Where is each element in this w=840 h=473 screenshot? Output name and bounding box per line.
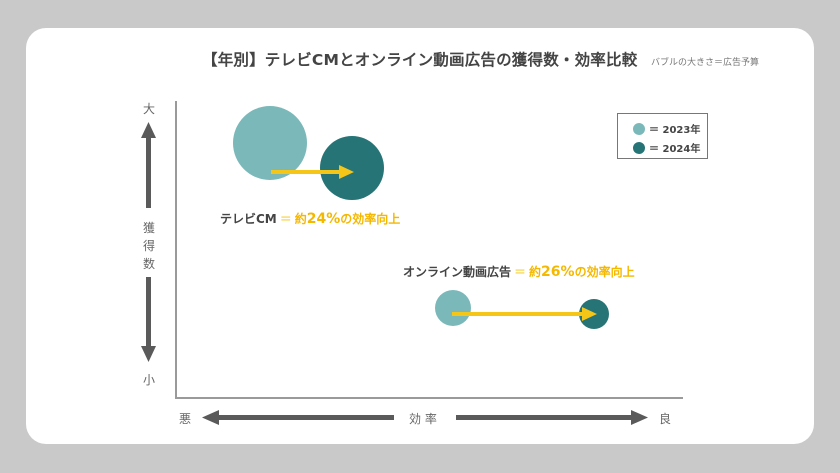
tv-growth-arrow-icon xyxy=(271,165,354,179)
annotation-online: オンライン動画広告＝約26%の効率向上 xyxy=(403,263,635,280)
annotation-tv-name: テレビCM xyxy=(220,212,277,226)
y-axis-label-char: 数 xyxy=(142,257,155,271)
annotation-online-post: の効率向上 xyxy=(574,265,635,279)
y-axis-label-char: 獲 xyxy=(142,221,155,235)
annotation-online-eq: ＝ xyxy=(514,265,527,279)
online-growth-arrow-icon xyxy=(452,307,597,321)
chart-card xyxy=(26,28,814,444)
legend-label-2023: ＝ 2023年 xyxy=(649,125,701,136)
bubble-tv-2023 xyxy=(233,106,307,180)
y-axis-label-char: 得 xyxy=(142,239,155,253)
annotation-tv: テレビCM＝約24%の効率向上 xyxy=(220,210,400,227)
legend-dot-2024-icon xyxy=(633,141,645,154)
y-axis-bottom-label: 小 xyxy=(142,373,155,387)
x-axis-left-arrow-icon xyxy=(202,410,394,425)
bubble-online-2023 xyxy=(435,290,471,326)
chart-title: 【年別】テレビCMとオンライン動画広告の獲得数・効率比較 xyxy=(202,51,638,69)
chart-subtitle: バブルの大きさ＝広告予算 xyxy=(651,58,760,68)
legend: ＝ 2023年 ＝ 2024年 xyxy=(617,113,708,159)
x-axis-right-label: 良 xyxy=(659,412,672,426)
legend-item-2024: ＝ 2024年 xyxy=(633,140,700,155)
annotation-tv-eq: ＝ xyxy=(279,212,292,226)
y-axis-top-label: 大 xyxy=(142,102,155,116)
x-axis-left-label: 悪 xyxy=(179,412,192,426)
y-axis-up-arrow-icon xyxy=(141,122,156,208)
annotation-online-name: オンライン動画広告 xyxy=(403,265,512,279)
annotation-online-value: 26% xyxy=(541,264,575,280)
y-axis-line xyxy=(175,101,177,399)
x-axis-line xyxy=(175,397,683,399)
legend-label-2024: ＝ 2024年 xyxy=(649,144,701,155)
annotation-tv-value: 24% xyxy=(306,211,341,227)
annotation-tv-post: の効率向上 xyxy=(340,212,401,226)
y-axis-down-arrow-icon xyxy=(141,277,156,362)
legend-item-2023: ＝ 2023年 xyxy=(633,121,700,136)
legend-dot-2023-icon xyxy=(633,122,645,135)
x-axis-right-arrow-icon xyxy=(456,410,648,425)
bubble-tv-2024 xyxy=(320,136,384,200)
annotation-online-pre: 約 xyxy=(529,265,542,279)
annotation-tv-pre: 約 xyxy=(294,212,307,226)
x-axis-label: 効 率 xyxy=(409,412,437,426)
